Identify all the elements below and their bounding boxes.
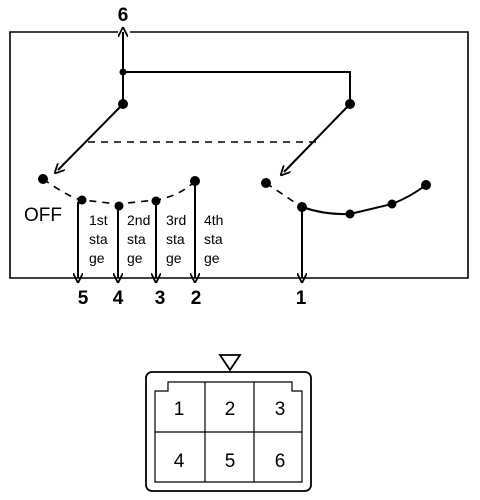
right-contact-c (421, 180, 431, 190)
svg-text:sta: sta (127, 231, 146, 247)
stage-bus-link (77, 199, 83, 205)
terminal-4-label: 4 (113, 288, 124, 309)
common-bus-top (123, 71, 351, 104)
connector-pin-1: 1 (174, 399, 185, 420)
stage-2-label: 2nd sta ge (127, 212, 150, 266)
connector-pin-4: 4 (174, 451, 185, 472)
svg-text:3rd: 3rd (166, 212, 186, 228)
connector-housing-inner (154, 381, 303, 483)
stage-4-label: 4th sta ge (204, 212, 223, 266)
stage-1-label: 1st sta ge (89, 212, 108, 266)
svg-text:sta: sta (166, 231, 185, 247)
svg-text:4th: 4th (204, 212, 223, 228)
right-contact-bus (301, 184, 427, 216)
right-off-gap (265, 182, 301, 207)
connector-face-view: 1 2 3 4 5 6 (145, 354, 312, 492)
stage-3-label: 3rd sta ge (166, 212, 186, 266)
left-switch-blade (58, 103, 124, 170)
connector-pin-6: 6 (275, 451, 286, 472)
svg-text:ge: ge (127, 250, 143, 266)
svg-text:ge: ge (89, 250, 105, 266)
off-position-label: OFF (24, 205, 62, 226)
right-switch-blade (284, 103, 351, 172)
svg-text:sta: sta (204, 231, 223, 247)
svg-text:ge: ge (166, 250, 182, 266)
terminal-5-label: 5 (78, 288, 89, 309)
terminal-2-label: 2 (191, 288, 202, 309)
connector-pin-3: 3 (275, 399, 286, 420)
left-contact-arc (42, 178, 196, 205)
terminal-3-label: 3 (155, 288, 166, 309)
svg-text:1st: 1st (89, 212, 108, 228)
terminal-1-label: 1 (296, 288, 307, 309)
connector-housing-outer (145, 371, 312, 492)
svg-text:2nd: 2nd (127, 212, 150, 228)
connector-pin-5: 5 (225, 451, 236, 472)
connector-pin-2: 2 (225, 399, 236, 420)
svg-text:sta: sta (89, 231, 108, 247)
connector-lock-tab-icon (218, 354, 242, 372)
switch-housing-outline (9, 31, 469, 279)
right-contact-b (387, 199, 397, 209)
svg-text:ge: ge (204, 250, 220, 266)
right-contact-a (345, 209, 355, 219)
terminal-6-label: 6 (118, 5, 129, 26)
